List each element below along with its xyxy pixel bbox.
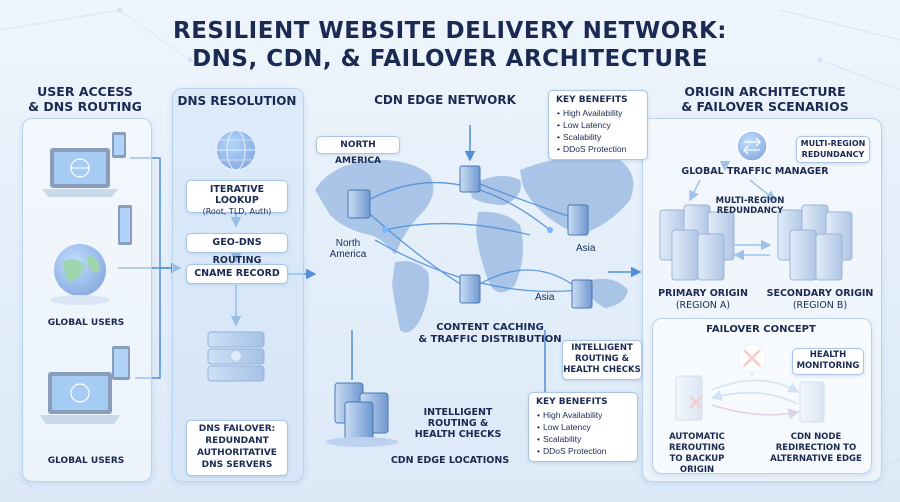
health-monitoring-line-2: MONITORING xyxy=(796,361,860,371)
key-benefits-bottom: KEY BENEFITS High Availability Low Laten… xyxy=(528,392,638,462)
laptop-icon-bottom xyxy=(40,372,120,424)
origin-header-line-1: ORIGIN ARCHITECTURE xyxy=(684,84,846,99)
dns-failover-line-2: REDUNDANT xyxy=(205,436,269,446)
content-caching-line-2: & TRAFFIC DISTRIBUTION xyxy=(418,334,562,345)
automatic-rerouting-line-1: AUTOMATIC xyxy=(669,432,725,442)
origin-header: ORIGIN ARCHITECTURE & FAILOVER SCENARIOS xyxy=(650,84,880,114)
multi-region-box-line-2: REDUNDANCY xyxy=(801,150,865,159)
key-benefits-top: KEY BENEFITS High Availability Low Laten… xyxy=(548,90,648,160)
multi-region-redundancy-box: MULTI-REGION REDUNDANCY xyxy=(796,136,870,163)
automatic-rerouting-line-2: REROUTING xyxy=(668,443,726,453)
phone-icon-mid xyxy=(118,205,132,245)
user-access-header: USER ACCESS & DNS ROUTING xyxy=(10,84,160,114)
secondary-origin-cluster-icon xyxy=(777,204,853,281)
north-america-map-label: North America xyxy=(318,238,378,260)
cdn-arcs xyxy=(359,179,581,293)
north-america-map-line-2: America xyxy=(329,249,367,260)
content-caching-label: CONTENT CACHING & TRAFFIC DISTRIBUTION xyxy=(400,322,580,346)
edge-server-africa xyxy=(459,274,481,304)
globe-icon-users xyxy=(50,244,110,305)
background-network xyxy=(0,7,900,502)
routing-callout-box: INTELLIGENT ROUTING & HEALTH CHECKS xyxy=(562,340,642,380)
edge-server-asia-south xyxy=(571,279,593,309)
origin-header-line-2: & FAILOVER SCENARIOS xyxy=(681,99,849,114)
multi-region-label-line-2: REDUNDANCY xyxy=(716,206,784,216)
health-monitoring-box: HEALTH MONITORING xyxy=(792,348,864,375)
key-benefit-top-item: Scalability xyxy=(563,131,640,143)
title-line-1: RESILIENT WEBSITE DELIVERY NETWORK: xyxy=(172,18,727,44)
edge-server-eu xyxy=(459,165,481,193)
secondary-origin-line-1: SECONDARY ORIGIN xyxy=(766,288,874,299)
global-users-label-bottom: GLOBAL USERS xyxy=(47,456,125,466)
key-benefit-top-item: Low Latency xyxy=(563,119,640,131)
health-monitoring-line-1: HEALTH xyxy=(809,350,847,360)
cdn-edge-locations-label: CDN EDGE LOCATIONS xyxy=(390,455,510,466)
north-america-map-line-1: North xyxy=(335,238,361,249)
user-access-header-line-2: & DNS ROUTING xyxy=(28,99,142,114)
iterative-lookup-title: ITERATIVE LOOKUP xyxy=(209,184,265,206)
key-benefits-top-title: KEY BENEFITS xyxy=(556,95,628,105)
key-benefit-bottom-item: Low Latency xyxy=(543,421,630,433)
key-benefit-bottom-item: DDoS Protection xyxy=(543,445,630,457)
content-caching-line-1: CONTENT CACHING xyxy=(436,322,544,333)
global-users-label-top: GLOBAL USERS xyxy=(47,318,125,328)
intelligent-routing-line-2: ROUTING & xyxy=(427,418,489,429)
key-benefit-bottom-item: Scalability xyxy=(543,433,630,445)
geo-dns-routing-box: GEO-DNS ROUTING xyxy=(186,233,288,266)
dns-failover-box: DNS FAILOVER: REDUNDANT AUTHORITATIVE DN… xyxy=(186,420,288,476)
phone-icon-top xyxy=(112,132,126,158)
north-america-box: NORTH AMERICA xyxy=(316,136,400,166)
cdn-node-redirection-line-3: ALTERNATIVE EDGE xyxy=(770,454,862,464)
secondary-origin-line-2: (REGION B) xyxy=(792,300,848,311)
global-traffic-manager-label: GLOBAL TRAFFIC MANAGER xyxy=(681,166,829,177)
primary-origin-label: PRIMARY ORIGIN (REGION A) xyxy=(648,288,758,312)
dns-resolution-header: DNS RESOLUTION xyxy=(177,94,297,108)
key-benefit-bottom-item: High Availability xyxy=(543,409,630,421)
user-access-panel xyxy=(22,118,152,482)
edge-server-na xyxy=(347,189,371,219)
dns-failover-line-1: DNS FAILOVER: xyxy=(198,424,276,434)
automatic-rerouting-label: AUTOMATIC REROUTING TO BACKUP ORIGIN xyxy=(652,432,742,476)
title-line-2: DNS, CDN, & FAILOVER ARCHITECTURE xyxy=(192,46,708,72)
intelligent-routing-label: INTELLIGENT ROUTING & HEALTH CHECKS xyxy=(404,407,512,440)
phone-icon-bottom xyxy=(112,346,130,380)
failover-concept-panel xyxy=(652,318,872,474)
multi-region-label: MULTI-REGION REDUNDANCY xyxy=(700,196,800,216)
dns-failover-line-4: DNS SERVERS xyxy=(201,460,273,470)
iterative-lookup-sub: (Root, TLD, Auth) xyxy=(202,207,272,216)
cdn-edge-network-header: CDN EDGE NETWORK xyxy=(374,93,516,107)
cdn-node-redirection-label: CDN NODE REDIRECTION TO ALTERNATIVE EDGE xyxy=(764,432,868,465)
edge-server-asia xyxy=(567,204,589,236)
intelligent-routing-line-1: INTELLIGENT xyxy=(423,407,493,418)
asia-label-1: Asia xyxy=(576,243,596,254)
key-benefit-top-item: High Availability xyxy=(563,107,640,119)
asia-label-2: Asia xyxy=(535,292,555,303)
multi-region-box-line-1: MULTI-REGION xyxy=(800,139,866,148)
secondary-origin-label: SECONDARY ORIGIN (REGION B) xyxy=(758,288,882,312)
routing-callout-line-2: ROUTING & xyxy=(574,354,630,364)
primary-origin-cluster-icon xyxy=(659,204,735,281)
primary-origin-line-2: (REGION A) xyxy=(675,300,731,311)
traffic-manager-icon xyxy=(736,130,768,162)
failover-concept-header: FAILOVER CONCEPT xyxy=(706,324,816,335)
primary-origin-line-1: PRIMARY ORIGIN xyxy=(658,288,748,299)
cdn-node-redirection-line-2: REDIRECTION TO xyxy=(775,443,857,453)
intelligent-routing-line-3: HEALTH CHECKS xyxy=(414,429,502,440)
iterative-lookup-box: ITERATIVE LOOKUP (Root, TLD, Auth) xyxy=(186,180,288,216)
key-benefits-bottom-title: KEY BENEFITS xyxy=(536,397,608,407)
user-access-header-line-1: USER ACCESS xyxy=(37,84,133,99)
routing-callout-line-1: INTELLIGENT xyxy=(571,343,633,353)
cdn-node-redirection-line-1: CDN NODE xyxy=(790,432,842,442)
cdn-edge-cluster-icon xyxy=(326,382,398,447)
dns-failover-line-3: AUTHORITATIVE xyxy=(197,448,277,458)
world-map xyxy=(315,156,634,333)
key-benefit-top-item: DDoS Protection xyxy=(563,143,640,155)
cname-record-box: CNAME RECORD xyxy=(186,264,288,284)
routing-callout-line-3: HEALTH CHECKS xyxy=(563,365,641,375)
automatic-rerouting-line-3: TO BACKUP ORIGIN xyxy=(669,454,725,475)
multi-region-label-line-1: MULTI-REGION xyxy=(715,196,785,206)
laptop-icon-top xyxy=(42,148,118,197)
dns-resolution-panel xyxy=(172,88,304,482)
